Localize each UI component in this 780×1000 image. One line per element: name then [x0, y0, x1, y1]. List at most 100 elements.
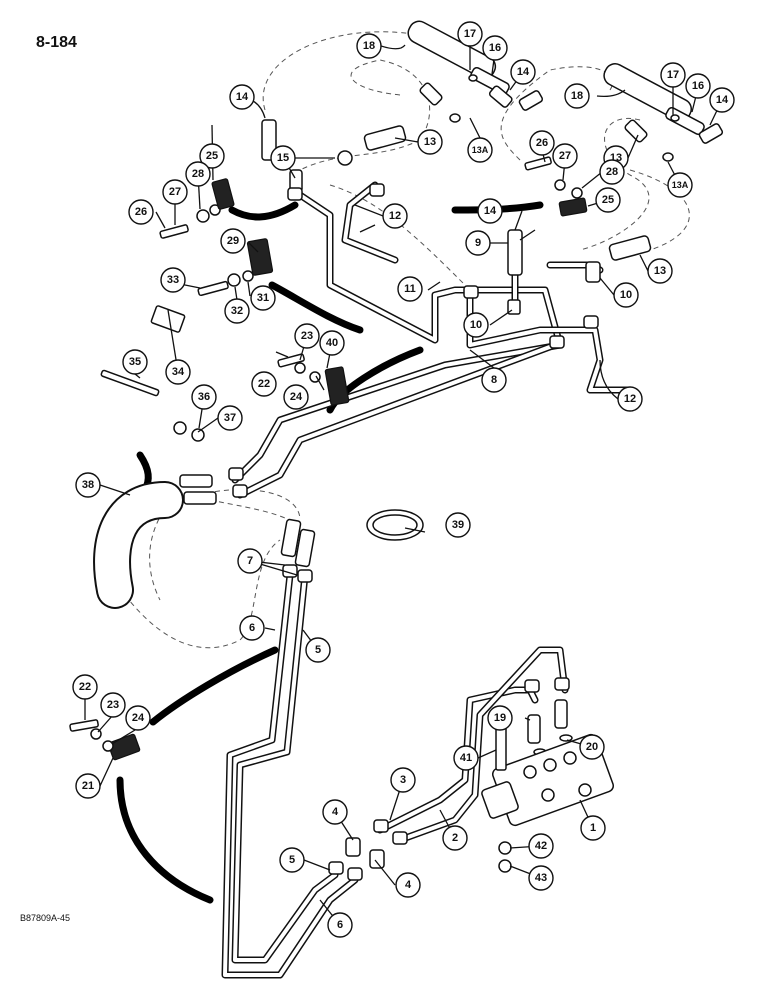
callout-13a: 13A: [667, 172, 693, 198]
svg-text:35: 35: [129, 356, 141, 368]
svg-text:14: 14: [484, 205, 497, 217]
svg-text:17: 17: [667, 69, 679, 81]
callout-38: 38: [75, 472, 101, 498]
callout-22: 22: [72, 674, 98, 700]
callout-6: 6: [239, 615, 265, 641]
svg-text:18: 18: [571, 90, 583, 102]
fittings: [69, 20, 724, 881]
svg-text:4: 4: [332, 806, 339, 818]
callout-18: 18: [356, 33, 382, 59]
callout-14: 14: [477, 198, 503, 224]
svg-text:16: 16: [489, 42, 501, 54]
svg-text:32: 32: [231, 305, 243, 317]
svg-text:13: 13: [424, 136, 436, 148]
callout-14: 14: [709, 87, 735, 113]
svg-text:10: 10: [620, 289, 632, 301]
svg-text:24: 24: [132, 712, 145, 724]
svg-text:11: 11: [404, 283, 416, 295]
callout-33: 33: [160, 267, 186, 293]
callout-14: 14: [510, 59, 536, 85]
callout-22: 22: [251, 371, 277, 397]
page-number: 8-184: [36, 34, 77, 51]
svg-text:8: 8: [491, 374, 497, 386]
callout-13: 13: [417, 129, 443, 155]
svg-text:7: 7: [247, 555, 253, 567]
svg-text:36: 36: [198, 391, 210, 403]
svg-text:22: 22: [79, 681, 91, 693]
callout-5: 5: [305, 637, 331, 663]
callout-11: 11: [397, 276, 423, 302]
svg-text:6: 6: [337, 919, 343, 931]
svg-text:31: 31: [257, 292, 269, 304]
svg-text:10: 10: [470, 319, 482, 331]
callout-34: 34: [165, 359, 191, 385]
svg-text:14: 14: [517, 66, 530, 78]
callout-24: 24: [283, 384, 309, 410]
callout-39: 39: [445, 512, 471, 538]
callout-40: 40: [319, 330, 345, 356]
svg-text:37: 37: [224, 412, 236, 424]
callout-28: 28: [185, 161, 211, 187]
svg-text:12: 12: [389, 210, 401, 222]
svg-text:43: 43: [535, 872, 547, 884]
callout-17: 17: [660, 62, 686, 88]
callout-17: 17: [457, 21, 483, 47]
callout-8: 8: [481, 367, 507, 393]
callout-23: 23: [294, 323, 320, 349]
callout-2: 2: [442, 825, 468, 851]
callout-29: 29: [220, 228, 246, 254]
svg-text:20: 20: [586, 741, 598, 753]
callout-42: 42: [528, 833, 554, 859]
svg-text:14: 14: [236, 91, 249, 103]
callout-9: 9: [465, 230, 491, 256]
callout-1: 1: [580, 815, 606, 841]
svg-text:40: 40: [326, 337, 338, 349]
callout-26: 26: [529, 130, 555, 156]
callout-18: 18: [564, 83, 590, 109]
hose: [93, 481, 184, 609]
callout-4: 4: [322, 799, 348, 825]
callout-12: 12: [617, 386, 643, 412]
svg-text:6: 6: [249, 622, 255, 634]
callout-10: 10: [463, 312, 489, 338]
svg-text:26: 26: [135, 206, 147, 218]
callout-36: 36: [191, 384, 217, 410]
svg-text:28: 28: [192, 168, 204, 180]
svg-text:5: 5: [315, 644, 321, 656]
svg-text:24: 24: [290, 391, 303, 403]
callout-13a: 13A: [467, 137, 493, 163]
svg-text:12: 12: [624, 393, 636, 405]
callout-25: 25: [199, 143, 225, 169]
callout-16: 16: [685, 73, 711, 99]
callout-20: 20: [579, 734, 605, 760]
callout-10: 10: [613, 282, 639, 308]
svg-text:26: 26: [536, 137, 548, 149]
callout-15: 15: [270, 145, 296, 171]
dashed-routing-lines: [124, 31, 690, 649]
callout-37: 37: [217, 405, 243, 431]
callout-3: 3: [390, 767, 416, 793]
callout-31: 31: [250, 285, 276, 311]
svg-text:4: 4: [405, 879, 412, 891]
callout-24: 24: [125, 705, 151, 731]
callout-25: 25: [595, 187, 621, 213]
svg-text:27: 27: [559, 150, 571, 162]
callout-21: 21: [75, 773, 101, 799]
callout-6: 6: [327, 912, 353, 938]
hydraulic-tubes: [221, 181, 634, 979]
callout-16: 16: [482, 35, 508, 61]
svg-text:19: 19: [494, 712, 506, 724]
callout-41: 41: [453, 745, 479, 771]
svg-text:25: 25: [206, 150, 218, 162]
callout-13: 13: [647, 258, 673, 284]
svg-text:34: 34: [172, 366, 185, 378]
svg-text:22: 22: [258, 378, 270, 390]
svg-text:27: 27: [169, 186, 181, 198]
svg-text:42: 42: [535, 840, 547, 852]
svg-text:14: 14: [716, 94, 729, 106]
svg-text:39: 39: [452, 519, 464, 531]
callout-28: 28: [599, 159, 625, 185]
svg-text:41: 41: [460, 752, 472, 764]
figure-code: B87809A-45: [20, 913, 71, 923]
